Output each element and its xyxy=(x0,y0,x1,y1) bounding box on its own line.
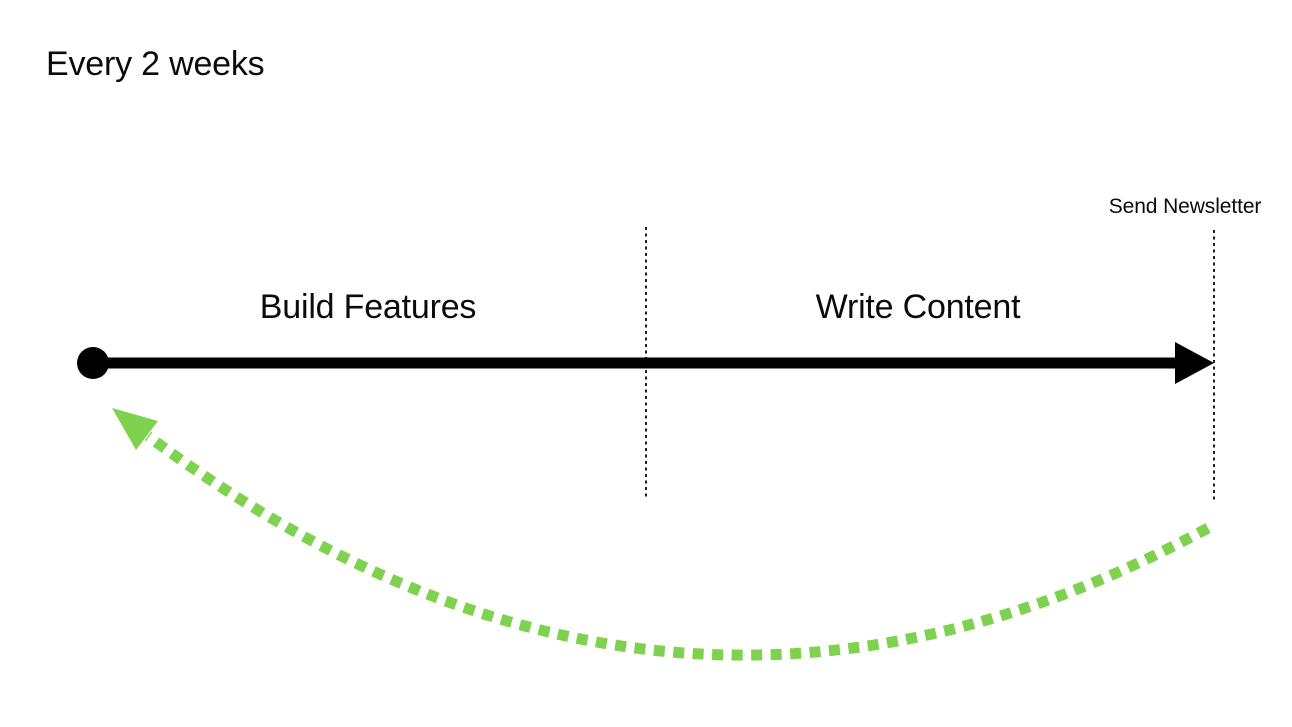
timeline-arrowhead-icon xyxy=(1175,342,1214,384)
diagram-title: Every 2 weeks xyxy=(46,45,265,83)
phase-label-build-features: Build Features xyxy=(259,288,477,326)
timeline-start-dot xyxy=(77,347,109,379)
phase-label-write-content: Write Content xyxy=(815,288,1021,326)
loop-arrow-curve xyxy=(144,431,1211,661)
milestone-label-send-newsletter: Send Newsletter xyxy=(1108,195,1262,218)
loop-arrowhead-icon xyxy=(112,408,158,450)
